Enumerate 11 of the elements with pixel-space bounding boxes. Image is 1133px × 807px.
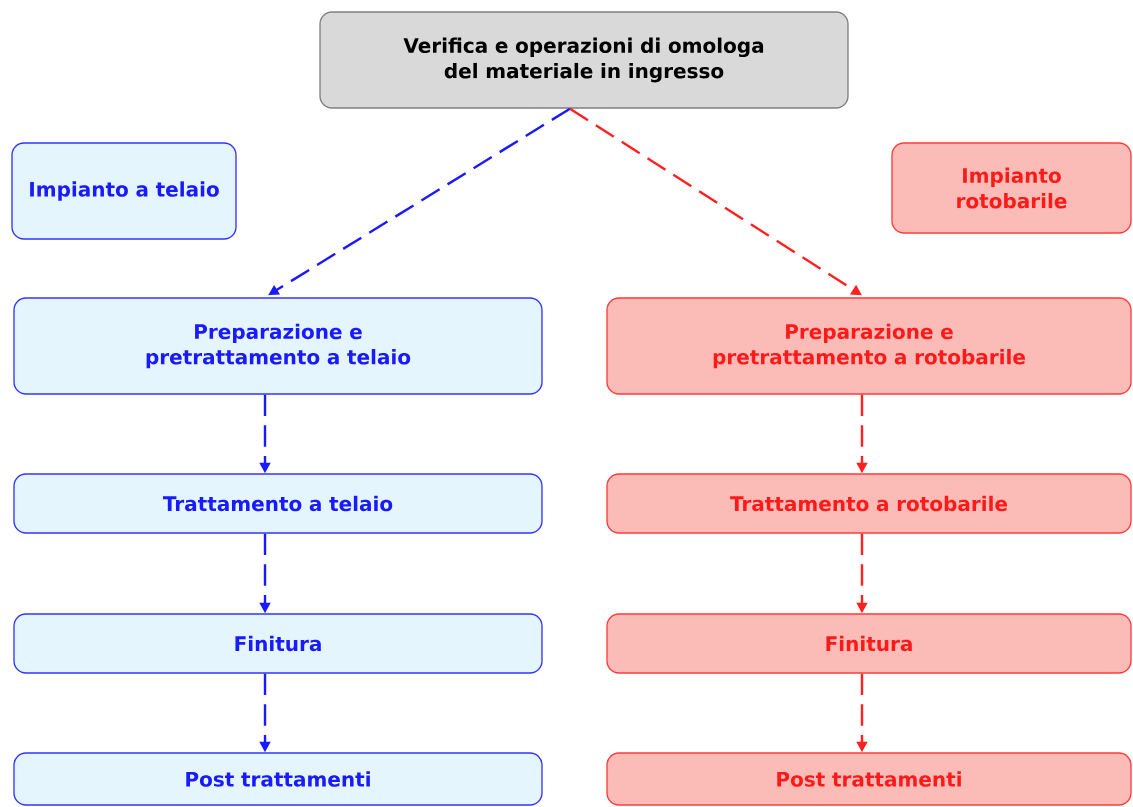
process-box: Finitura bbox=[606, 613, 1132, 674]
process-box: Trattamento a telaio bbox=[13, 473, 543, 534]
process-box: Verifica e operazioni di omologa del materiale in ingresso bbox=[319, 11, 849, 109]
process-box: Trattamento a rotobarile bbox=[606, 473, 1132, 534]
process-box: Post trattamenti bbox=[606, 752, 1132, 806]
process-box: Impianto a telaio bbox=[11, 142, 237, 240]
process-box: Finitura bbox=[13, 613, 543, 674]
process-box: Post trattamenti bbox=[13, 752, 543, 806]
process-box: Preparazione e pretrattamento a rotobarile bbox=[606, 297, 1132, 395]
process-box: Impianto rotobarile bbox=[891, 142, 1132, 234]
process-box: Preparazione e pretrattamento a telaio bbox=[13, 297, 543, 395]
